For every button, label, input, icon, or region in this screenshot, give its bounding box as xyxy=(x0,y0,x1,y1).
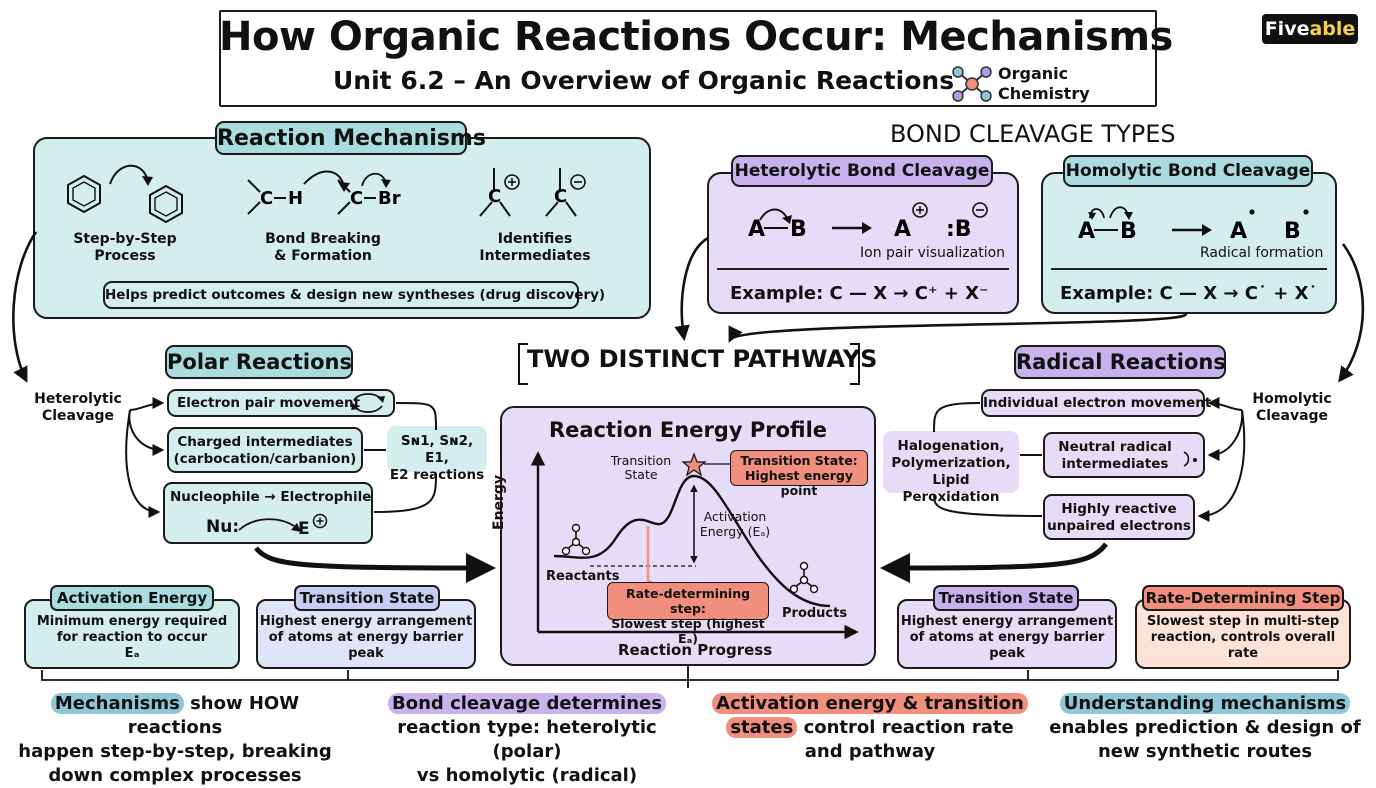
card-activation-title: Activation Energy xyxy=(50,585,214,611)
card-activation-body: Minimum energy required for reaction to … xyxy=(36,614,228,661)
curved-arrow-icon xyxy=(238,518,301,532)
mechanisms-heading: Reaction Mechanisms xyxy=(215,121,486,155)
energy-profile-title: Reaction Energy Profile xyxy=(548,418,828,442)
energy-axis-label: Energy xyxy=(491,474,507,530)
summary-3-highlight-b: states xyxy=(726,717,798,738)
hom-product-b: B xyxy=(1284,219,1301,244)
polar-item-electron-pair: Electron pair movement xyxy=(167,389,395,417)
hom-product-a: A xyxy=(1230,219,1247,244)
ts-label: Transition State xyxy=(610,453,672,482)
heterolytic-panel xyxy=(707,172,1019,314)
subject-label-line2: Chemistry xyxy=(998,84,1090,103)
cleavage-heading: BOND CLEAVAGE TYPES xyxy=(890,120,1176,148)
card-rds-body: Slowest step in multi-step reaction, con… xyxy=(1146,614,1340,661)
summary-1-highlight: Mechanisms xyxy=(50,693,184,714)
nucleophile-label: Nu: xyxy=(206,517,240,537)
heterolytic-diagram: A B A :B xyxy=(748,202,988,242)
het-atom-a: A xyxy=(748,217,765,242)
radical-item-reactive: Highly reactive unpaired electrons xyxy=(1043,494,1195,540)
card-transition-left-body: Highest energy arrangement of atoms at e… xyxy=(259,614,473,661)
card-transition-left-title: Transition State xyxy=(294,585,440,611)
intermediates-label: Identifies Intermediates xyxy=(479,231,591,264)
summary-2-text: reaction type: heterolytic (polar) vs ho… xyxy=(397,717,657,786)
card-transition-right-title: Transition State xyxy=(933,585,1079,611)
subject-label-line1: Organic xyxy=(998,64,1069,83)
molecule-network-icon xyxy=(952,66,992,102)
electrophile-charge-icon xyxy=(312,513,328,529)
ts-callout: Transition State: Highest energy point xyxy=(730,450,868,498)
bond-left-atom: C xyxy=(260,188,273,209)
brand-five: Five xyxy=(1264,18,1310,40)
rds-callout: Rate-determining step: Slowest step (hig… xyxy=(607,582,769,646)
polar-heading: Polar Reactions xyxy=(165,345,353,379)
het-product-a: A xyxy=(894,217,911,242)
activation-energy-label: Activation Energy (Eₐ) xyxy=(699,509,771,539)
pathways-bracket-right xyxy=(850,343,860,385)
polar-item-charged: Charged intermediates (carbocation/carba… xyxy=(167,427,363,473)
het-atom-b: B xyxy=(790,217,807,242)
connector-lines xyxy=(12,231,1365,688)
summary-activation: Activation energy & transition states co… xyxy=(700,692,1040,764)
energy-profile-panel xyxy=(500,406,876,666)
radical-side-label: Homolytic Cleavage xyxy=(1252,391,1332,424)
polar-side-label: Heterolytic Cleavage xyxy=(34,391,122,424)
star-icon xyxy=(681,452,707,477)
hom-atom-b: B xyxy=(1120,219,1137,244)
homolytic-example: Example: C — X → C˙ + X˙ xyxy=(1060,283,1318,304)
pathways-title: TWO DISTINCT PATHWAYS xyxy=(527,345,878,373)
summary-mechanisms: Mechanisms show HOW reactions happen ste… xyxy=(10,692,340,788)
progress-axis-label: Reaction Progress xyxy=(618,641,773,659)
page-subtitle: Unit 6.2 – An Overview of Organic Reacti… xyxy=(333,66,955,95)
summary-bond-cleavage: Bond cleavage determines reaction type: … xyxy=(362,692,692,788)
card-rds-title: Rate-Determining Step xyxy=(1142,585,1344,611)
summary-4-text: enables prediction & design of new synth… xyxy=(1049,717,1361,762)
summary-understanding: Understanding mechanisms enables predict… xyxy=(1040,692,1370,764)
polar-item3-label: Nucleophile → Electrophile xyxy=(170,489,372,505)
polar-item1-label: Electron pair movement xyxy=(177,395,361,411)
summary-4-highlight: Understanding mechanisms xyxy=(1059,693,1351,714)
bond-left-partner: H xyxy=(288,188,303,209)
radical-item-neutral: Neutral radical intermediates xyxy=(1043,432,1205,478)
cycle-arrows-icon xyxy=(351,393,385,413)
electrophile-label: E xyxy=(298,519,310,539)
intermediates-diagram: C C xyxy=(479,168,586,217)
pathways-bracket-left xyxy=(518,343,528,385)
fiveable-logo: Fiveable xyxy=(1262,14,1358,44)
summary-2-highlight: Bond cleavage determines xyxy=(388,693,666,714)
bond-right-partner: Br xyxy=(378,188,401,209)
heterolytic-title: Heterolytic Bond Cleavage xyxy=(731,155,993,187)
radical-item-individual: Individual electron movement xyxy=(981,389,1211,417)
homolytic-divider xyxy=(1051,268,1327,270)
heterolytic-caption: Ion pair visualization xyxy=(860,245,1006,261)
bond-breaking-diagram: C H C Br xyxy=(247,170,401,215)
heterolytic-divider xyxy=(717,268,1009,270)
anion-carbon: C xyxy=(554,186,567,207)
cation-carbon: C xyxy=(488,186,501,207)
bond-right-atom: C xyxy=(350,188,363,209)
page-title: How Organic Reactions Occur: Mechanisms xyxy=(219,14,1173,60)
heterolytic-example: Example: C — X → C⁺ + X⁻ xyxy=(730,283,989,304)
summary-3-highlight-a: Activation energy & transition xyxy=(712,693,1028,714)
het-product-b: :B xyxy=(946,217,972,242)
brand-able: able xyxy=(1309,18,1356,40)
radical-dot-icon xyxy=(1183,451,1197,467)
homolytic-caption: Radical formation xyxy=(1200,245,1324,261)
radical-apps-tag: Halogenation, Polymerization, Lipid Pero… xyxy=(883,431,1019,505)
bond-breaking-label: Bond Breaking & Formation xyxy=(265,231,381,264)
radical-heading: Radical Reactions xyxy=(1014,345,1226,379)
card-transition-right-body: Highest energy arrangement of atoms at e… xyxy=(900,614,1114,661)
polar-item-nucleophile xyxy=(163,482,373,544)
homolytic-panel xyxy=(1041,172,1337,314)
products-label: Products xyxy=(782,606,848,621)
title-banner xyxy=(219,10,1157,107)
homolytic-diagram: A B A B xyxy=(1078,206,1309,244)
reactants-label: Reactants xyxy=(546,569,620,584)
step-by-step-label: Step-by-Step Process xyxy=(73,231,177,264)
benzene-ring-icon xyxy=(67,164,183,224)
homolytic-title: Homolytic Bond Cleavage xyxy=(1063,155,1313,187)
polar-sn-tag: Sɴ1, Sɴ2, E1, E2 reactions xyxy=(387,426,487,483)
hom-atom-a: A xyxy=(1078,219,1095,244)
summary-3-text: control reaction rate and pathway xyxy=(803,717,1014,762)
mechanisms-note: Helps predict outcomes & design new synt… xyxy=(103,281,605,309)
